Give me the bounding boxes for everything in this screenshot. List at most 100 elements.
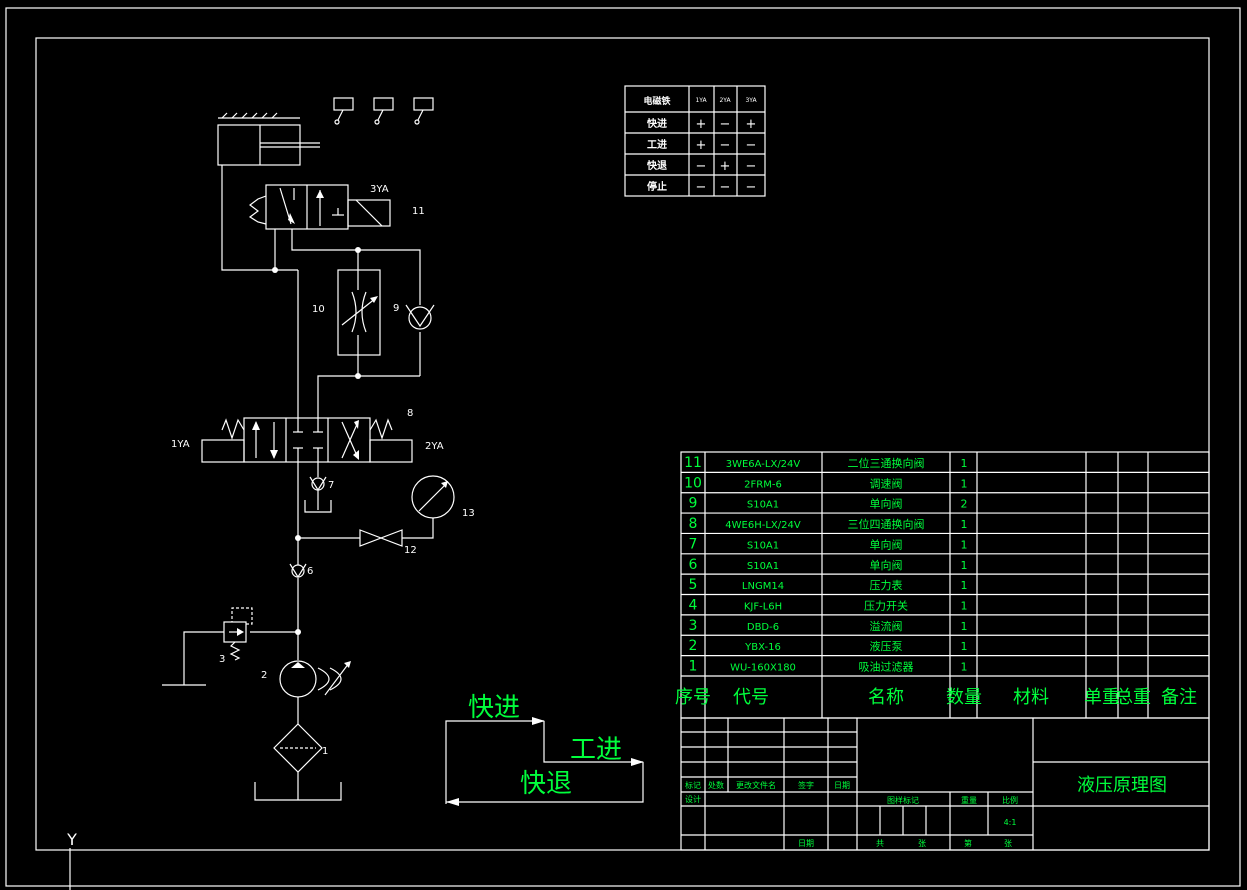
tb-scale-label: 比例	[1002, 795, 1018, 805]
parts-cell-name: 单向阀	[870, 558, 903, 572]
parts-cell-name: 压力表	[870, 578, 903, 592]
parts-cell-no: 11	[684, 455, 702, 471]
label-valve-10: 10	[312, 304, 325, 315]
table-cell: −	[720, 180, 731, 195]
parts-cell-qty: 1	[961, 518, 968, 531]
suction-filter-1	[254, 723, 342, 801]
parts-cell-name: 单向阀	[870, 497, 903, 511]
header-total-weight: 总重	[1115, 687, 1151, 708]
check-valve-9	[405, 304, 435, 330]
parts-cell-no: 6	[689, 557, 698, 573]
valve-11-two-position-three-way	[248, 184, 391, 230]
parts-cell-code: YBX-16	[744, 642, 781, 653]
table-row-label: 快退	[646, 159, 667, 172]
label-filter-1: 1	[322, 746, 328, 757]
header-qty: 数量	[946, 687, 982, 708]
check-valve-6	[289, 563, 307, 579]
table-cell: −	[746, 138, 757, 153]
axis-y-label: Y	[66, 830, 77, 849]
parts-cell-code: S10A1	[747, 500, 779, 511]
pressure-switch-symbols	[333, 97, 434, 125]
pressure-gauge-13	[411, 475, 455, 519]
cycle-work-feed: 工进	[570, 735, 622, 765]
label-3ya: 3YA	[370, 184, 389, 195]
table-header-solenoid: 电磁铁	[643, 95, 670, 107]
header-name: 名称	[868, 687, 904, 708]
table-row-label: 工进	[647, 138, 667, 151]
parts-cell-code: 3WE6A-LX/24V	[726, 459, 801, 470]
parts-cell-no: 2	[689, 638, 698, 654]
parts-cell-no: 5	[689, 577, 698, 593]
parts-cell-name: 三位四通换向阀	[848, 517, 925, 531]
parts-cell-code: LNGM14	[742, 581, 784, 592]
header-code: 代号	[733, 687, 769, 708]
flow-control-valve-10	[337, 269, 381, 356]
label-valve-11: 11	[412, 206, 425, 217]
parts-cell-name: 吸油过滤器	[859, 660, 914, 674]
parts-cell-qty: 1	[961, 661, 968, 674]
table-cell: −	[720, 138, 731, 153]
hydraulic-pump-2	[279, 660, 351, 698]
parts-cell-qty: 2	[961, 498, 968, 511]
tb-stage: 图样标记	[887, 795, 919, 805]
parts-cell-no: 8	[689, 516, 698, 532]
table-row-label: 停止	[647, 180, 667, 193]
label-gauge-13: 13	[462, 508, 475, 519]
tb-scale: 4:1	[1004, 818, 1017, 827]
parts-cell-qty: 1	[961, 477, 968, 490]
parts-cell-qty: 1	[961, 579, 968, 592]
table-cell: −	[696, 180, 707, 195]
parts-cell-qty: 1	[961, 457, 968, 470]
table-cell: +	[720, 159, 731, 174]
parts-cell-name: 压力开关	[864, 599, 908, 613]
pipes	[183, 165, 434, 800]
parts-cell-qty: 1	[961, 620, 968, 633]
parts-cell-code: DBD-6	[747, 622, 779, 633]
parts-list	[680, 451, 1210, 719]
label-1ya: 1YA	[171, 439, 190, 450]
hydraulic-circuit: 3YA 11	[162, 97, 475, 801]
parts-cell-code: S10A1	[747, 540, 779, 551]
table-row-label: 快进	[646, 117, 667, 130]
parts-cell-name: 调速阀	[870, 476, 903, 490]
table-cell: +	[696, 117, 707, 132]
label-valve-9: 9	[393, 303, 399, 314]
tb-sheet: 张	[918, 839, 926, 848]
header-unit-weight: 单重	[1084, 687, 1120, 708]
parts-cell-code: 4WE6H-LX/24V	[725, 520, 801, 531]
parts-list-header: 序号 代号 名称 数量 材料 单重 总重 备注	[675, 687, 1197, 708]
hydraulic-cylinder	[217, 112, 320, 166]
parts-cell-code: WU-160X180	[730, 663, 796, 674]
parts-cell-qty: 1	[961, 538, 968, 551]
parts-cell-name: 液压泵	[870, 639, 903, 653]
parts-cell-code: S10A1	[747, 561, 779, 572]
table-cell: −	[720, 117, 731, 132]
parts-cell-no: 7	[689, 536, 698, 552]
parts-cell-no: 1	[689, 659, 698, 675]
parts-cell-name: 单向阀	[870, 537, 903, 551]
tb-sign: 签字	[798, 780, 814, 790]
label-valve-8: 8	[407, 408, 413, 419]
tb-design: 设计	[685, 794, 701, 804]
table-cell: +	[746, 117, 757, 132]
header-remark: 备注	[1161, 687, 1197, 708]
cycle-fast-return: 快退	[520, 769, 572, 799]
parts-cell-code: 2FRM-6	[744, 479, 782, 490]
label-valve-7: 7	[328, 480, 334, 491]
tb-mark: 标记	[685, 780, 701, 790]
parts-cell-no: 9	[689, 496, 698, 512]
label-valve-12: 12	[404, 545, 417, 556]
tb-date: 日期	[834, 781, 850, 790]
valve-8-three-position-four-way	[201, 417, 413, 463]
tb-date-2: 日期	[798, 839, 814, 848]
tb-count: 处数	[708, 780, 724, 790]
relief-valve-3	[162, 607, 253, 686]
parts-cell-name: 溢流阀	[870, 619, 903, 633]
label-pump-2: 2	[261, 670, 267, 681]
drawing-frame	[35, 37, 1210, 851]
parts-cell-qty: 1	[961, 640, 968, 653]
header-no: 序号	[675, 687, 711, 708]
parts-cell-qty: 1	[961, 600, 968, 613]
table-header-1ya: 1YA	[695, 97, 707, 104]
